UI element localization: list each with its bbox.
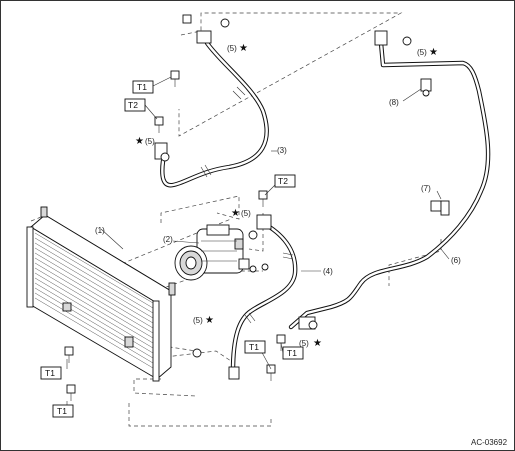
callout-hose-3: (3)	[277, 146, 287, 155]
callout-labels: (1) (2) (3) (4) (5) (5) (5) (5) (5) (5) …	[95, 44, 461, 348]
star-icon: ★	[313, 338, 322, 349]
torque-tag-t1: T1	[137, 82, 147, 92]
star-icon: ★	[205, 315, 214, 326]
callout-pipe-6: (6)	[451, 256, 461, 265]
hose-4	[228, 214, 298, 380]
condenser-fin-line	[34, 262, 154, 334]
condenser-fin-line	[34, 232, 154, 304]
condenser-fin-line	[34, 267, 154, 339]
condenser-fin-line	[34, 297, 154, 369]
callout-sensor-8: (8)	[389, 98, 399, 107]
condenser-fin-line	[34, 237, 154, 309]
callout-part-7: (7)	[421, 184, 431, 193]
diagram-code: AC-03692	[471, 438, 508, 447]
callout-compressor: (2)	[163, 235, 173, 244]
torque-tag-t2: T2	[278, 176, 288, 186]
condenser-fin-line	[34, 272, 154, 344]
small-parts	[160, 18, 450, 358]
condenser-fin-line	[34, 277, 154, 349]
callout-o-ring-5: (5)	[193, 316, 203, 325]
pipe-6	[288, 30, 491, 330]
callout-condenser: (1)	[95, 226, 105, 235]
torque-tags: T1 T2 T2 T1 T1 T1 T1	[40, 80, 304, 418]
callout-o-ring-3: (5)	[145, 137, 155, 146]
compressor	[174, 224, 269, 281]
torque-tag-t1: T1	[249, 342, 259, 352]
star-icon: ★	[135, 136, 144, 147]
condenser-fin-line	[34, 292, 154, 364]
star-icon: ★	[239, 43, 248, 54]
callout-o-ring-2: (5)	[417, 48, 427, 57]
callout-hose-4: (4)	[323, 267, 333, 276]
condenser-fin-line	[34, 257, 154, 329]
torque-tag-t1: T1	[45, 368, 55, 378]
callout-o-ring-4: (5)	[241, 209, 251, 218]
condenser-fin-line	[34, 247, 154, 319]
torque-tag-t1: T1	[57, 406, 67, 416]
condenser	[26, 206, 176, 382]
star-icon: ★	[429, 47, 438, 58]
callout-o-ring-6: (5)	[299, 339, 309, 348]
hose-3	[154, 14, 269, 188]
torque-tag-t1: T1	[287, 348, 297, 358]
star-icon: ★	[231, 208, 240, 219]
condenser-fin-line	[34, 252, 154, 324]
torque-tag-t2: T2	[128, 100, 138, 110]
bolts	[64, 70, 286, 401]
star-markers: ★ ★ ★ ★ ★ ★	[135, 43, 438, 349]
callout-o-ring-1: (5)	[227, 44, 237, 53]
condenser-fin-line	[34, 242, 154, 314]
